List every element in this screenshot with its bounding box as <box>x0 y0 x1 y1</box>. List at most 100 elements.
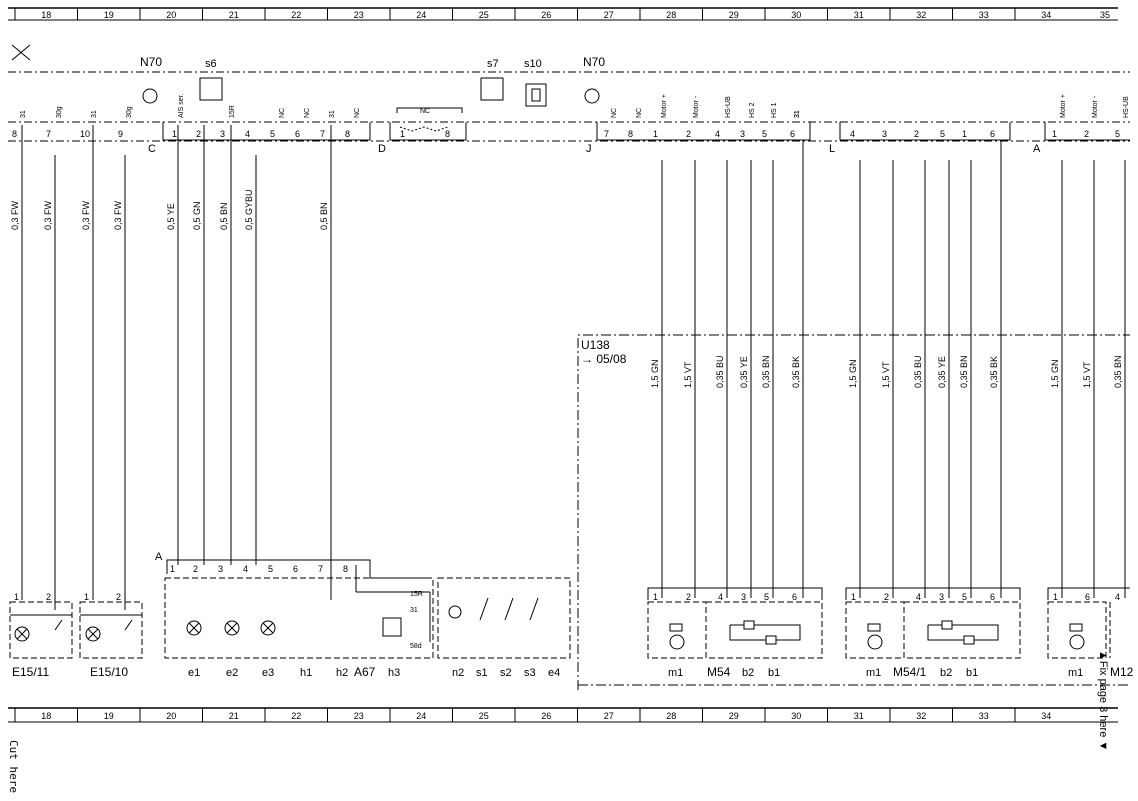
grid-column-bottom: 33 <box>979 711 989 721</box>
pin-number: 10 <box>80 129 90 139</box>
pin-function-label: 31 <box>329 110 336 118</box>
pin-number: 2 <box>1084 129 1089 139</box>
m54-1-sub-label: b1 <box>966 667 978 679</box>
bottom-pin-number: 3 <box>218 564 223 574</box>
pin-function-label: NC <box>354 108 361 118</box>
pin-number: 8 <box>628 129 633 139</box>
grid-column-top: 22 <box>291 10 301 20</box>
connector-a-right-label: A <box>1033 143 1041 155</box>
pin-number: 6 <box>990 129 995 139</box>
pin-number: 7 <box>320 129 325 139</box>
m54-1-sub-label: b2 <box>940 667 952 679</box>
pin-number: 3 <box>882 129 887 139</box>
grid-column-bottom: 19 <box>104 711 114 721</box>
pin-function-label: HS 1 <box>771 102 778 118</box>
grid-column-bottom: 21 <box>229 711 239 721</box>
wire-label: 0,3 FW <box>43 200 53 230</box>
connector-d-label: D <box>378 143 386 155</box>
pin-function-label: 31 <box>20 110 27 118</box>
grid-column-bottom: 34 <box>1041 711 1051 721</box>
wire-label: 1,5 VT <box>881 361 891 388</box>
grid-column-top: 31 <box>854 10 864 20</box>
bottom-pin-number: 5 <box>962 592 967 602</box>
m54-1-label: M54/1 <box>893 665 927 679</box>
m54-item-label: m1 <box>668 667 683 679</box>
grid-corner: 35 <box>1100 10 1110 20</box>
grid-column-bottom: 26 <box>541 711 551 721</box>
bottom-pin-number: 4 <box>243 564 248 574</box>
bottom-pin-number: 1 <box>653 592 658 602</box>
pin-number: 4 <box>715 129 720 139</box>
bottom-pin-number: 1 <box>851 592 856 602</box>
pin-function-label: NC <box>636 108 643 118</box>
pin-number: 1 <box>400 129 405 139</box>
switch-item-label: s3 <box>524 667 536 679</box>
pin-number: 1 <box>962 129 967 139</box>
pin-number: 8 <box>445 129 450 139</box>
a67-item-label: h2 <box>336 667 348 679</box>
pin-number: 3 <box>740 129 745 139</box>
grid-column-top: 28 <box>666 10 676 20</box>
wire-label: 1,5 VT <box>1082 361 1092 388</box>
grid-column-top: 34 <box>1041 10 1051 20</box>
pin-function-label: 31 <box>794 110 801 118</box>
wire-label: 0,35 BN <box>761 355 771 388</box>
connector-l-label: L <box>829 143 835 155</box>
pin-number: 1 <box>653 129 658 139</box>
h3-label: h3 <box>388 667 400 679</box>
pin-number: 8 <box>12 129 17 139</box>
bottom-pin-number: 1 <box>1053 592 1058 602</box>
pin-function-label: 31 <box>91 110 98 118</box>
bottom-pin-number: 1 <box>14 592 19 602</box>
pin-number: 2 <box>196 129 201 139</box>
s6-label: s6 <box>205 58 217 70</box>
grid-column-bottom: 29 <box>729 711 739 721</box>
grid-labels: 1818191920202121222223232424252526262727… <box>14 8 1110 722</box>
bottom-pin-number: 2 <box>116 592 121 602</box>
wire-label: 0,35 BN <box>959 355 969 388</box>
grid-column-top: 26 <box>541 10 551 20</box>
a67-side-pin: 31 <box>410 607 418 614</box>
a67-label: A67 <box>354 665 376 679</box>
grid-column-top: 27 <box>604 10 614 20</box>
wire-label: 0,5 GN <box>192 201 202 230</box>
pin-function-label: HS 2 <box>749 102 756 118</box>
u138-title: U138 <box>581 338 610 352</box>
bottom-pin-number: 7 <box>318 564 323 574</box>
pin-number: 4 <box>850 129 855 139</box>
pin-function-label: AIS ser. <box>178 93 185 118</box>
wire-label: 0,35 YE <box>937 356 947 388</box>
pin-function-label: NC <box>304 108 311 118</box>
grid-column-bottom: 27 <box>604 711 614 721</box>
pin-function-label: 30g <box>126 106 133 118</box>
wire-label: 0,5 BN <box>319 202 329 230</box>
wire-label: 0,35 BU <box>715 355 725 388</box>
a67-item-label: h1 <box>300 667 312 679</box>
pin-number: 4 <box>245 129 250 139</box>
a67-item-label: e2 <box>226 667 238 679</box>
grid-column-top: 29 <box>729 10 739 20</box>
pin-function-label: 15R <box>229 105 236 118</box>
switch-item-label: n2 <box>452 667 464 679</box>
grid-column-top: 19 <box>104 10 114 20</box>
m54-label: M54 <box>707 665 731 679</box>
wire-label: 1,5 VT <box>683 361 693 388</box>
m54-sub-label: b1 <box>768 667 780 679</box>
bottom-pin-number: 4 <box>1115 592 1120 602</box>
pin-function-label: NC <box>279 108 286 118</box>
grid-column-top: 18 <box>41 10 51 20</box>
grid-column-bottom: 22 <box>291 711 301 721</box>
wire-label: 1,5 GN <box>1050 359 1060 388</box>
connector-c-label: C <box>148 143 156 155</box>
m12-label: M12 <box>1110 665 1134 679</box>
pin-function-label: Motor - <box>1092 95 1099 118</box>
pin-function-label: NC <box>611 108 618 118</box>
bottom-pin-number: 3 <box>939 592 944 602</box>
u138-note: → 05/08 <box>581 352 627 366</box>
grid-column-bottom: 31 <box>854 711 864 721</box>
grid-column-bottom: 30 <box>791 711 801 721</box>
grid-column-bottom: 24 <box>416 711 426 721</box>
m54-1-item-label: m1 <box>866 667 881 679</box>
